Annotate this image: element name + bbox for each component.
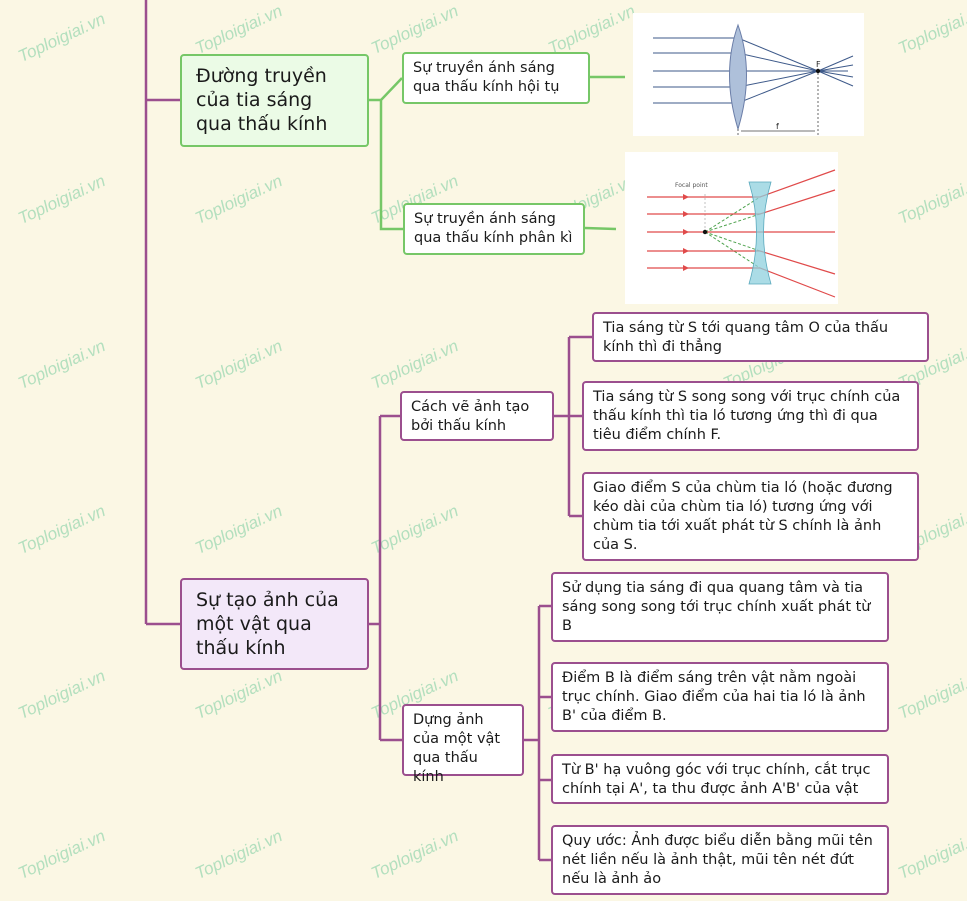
draw-method-item: Tia sáng từ S tới quang tâm O của thấu k… xyxy=(592,312,929,362)
focal-point-label: Focal point xyxy=(675,182,708,189)
focal-length-label: f xyxy=(776,122,779,131)
construct-item: Từ B' hạ vuông góc với trục chính, cắt t… xyxy=(551,754,889,804)
branch-image-formation: Sự tạo ảnh của một vật qua thấu kính xyxy=(180,578,369,670)
construct-item: Sử dụng tia sáng đi qua quang tâm và tia… xyxy=(551,572,889,642)
draw-method-item: Giao điểm S của chùm tia ló (hoặc đương … xyxy=(582,472,919,561)
focus-label: F xyxy=(816,60,821,69)
converging-lens-box: Sự truyền ánh sáng qua thấu kính hội tụ xyxy=(402,52,590,104)
construct-item: Điểm B là điểm sáng trên vật nằm ngoài t… xyxy=(551,662,889,732)
diverging-lens-box: Sự truyền ánh sáng qua thấu kính phân kì xyxy=(403,203,585,255)
diverging-lens-figure: Focal point xyxy=(625,152,838,304)
branch-ray-paths: Đường truyền của tia sáng qua thấu kính xyxy=(180,54,369,147)
draw-method-item: Tia sáng từ S song song với trục chính c… xyxy=(582,381,919,451)
converging-lens-figure: F f xyxy=(633,13,864,136)
construct-image-box: Dựng ảnh của một vật qua thấu kính xyxy=(402,704,524,785)
draw-method-box: Cách vẽ ảnh tạo bởi thấu kính xyxy=(400,391,554,441)
construct-item: Quy ước: Ảnh được biểu diễn bằng mũi tên… xyxy=(551,825,889,895)
